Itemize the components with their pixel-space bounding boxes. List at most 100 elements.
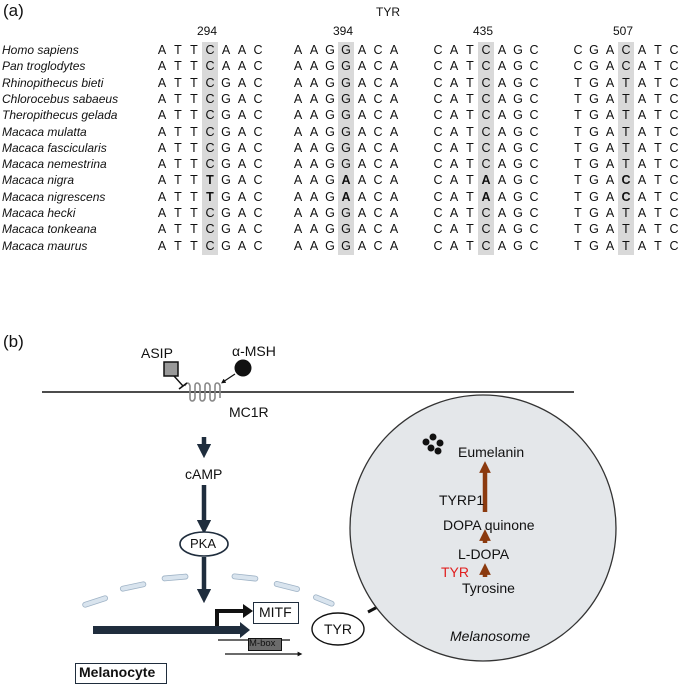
nucleotide: A <box>637 140 647 155</box>
mc1r-receptor-icon <box>184 382 221 402</box>
nucleotide: A <box>637 189 647 204</box>
nucleotide: T <box>174 206 182 220</box>
nucleotide: G <box>221 173 231 188</box>
nucleotide: A <box>449 124 459 139</box>
nucleotide: A <box>389 108 399 123</box>
nucleotide: T <box>574 238 582 253</box>
nucleotide: A <box>449 157 459 172</box>
nucleotide: T <box>190 238 198 253</box>
nucleotide: A <box>497 91 507 106</box>
nucleotide: A <box>497 206 507 220</box>
nucleotide: C <box>373 124 383 139</box>
nucleotide: A <box>237 43 247 57</box>
nucleotide: A <box>157 108 167 123</box>
nucleotide: C <box>373 59 383 74</box>
nucleotide: G <box>325 124 335 139</box>
nucleotide: A <box>449 91 459 106</box>
nucleotide: G <box>341 157 351 172</box>
nucleotide: A <box>389 75 399 90</box>
nucleotide: A <box>357 173 367 188</box>
nucleotide: A <box>293 206 303 220</box>
species-name: Macaca nigrescens <box>2 189 106 204</box>
asip-ligand-icon <box>163 361 179 377</box>
nucleotide: A <box>293 124 303 139</box>
position-label: 507 <box>613 24 634 38</box>
eumelanin-label: Eumelanin <box>458 444 525 460</box>
nucleotide: A <box>605 43 615 57</box>
nucleotide: T <box>622 75 630 90</box>
nucleotide: C <box>253 222 263 237</box>
nucleotide: T <box>622 108 630 123</box>
nucleotide: G <box>513 124 523 139</box>
nucleotide: C <box>481 206 491 220</box>
nucleotide: T <box>622 91 630 106</box>
nucleotide: C <box>433 43 443 57</box>
tyr-enzyme-label: TYR <box>441 564 469 580</box>
nucleotide: G <box>513 43 523 57</box>
nucleotide: C <box>481 108 491 123</box>
nucleotide: A <box>357 43 367 57</box>
nucleotide: T <box>190 91 198 106</box>
gene-title: TYR <box>376 5 400 19</box>
nucleotide: A <box>293 157 303 172</box>
nucleotide: C <box>669 75 679 90</box>
nucleotide: T <box>654 124 662 139</box>
species-name: Macaca tonkeana <box>2 222 97 237</box>
nucleotide: A <box>605 173 615 188</box>
tyrosine-label: Tyrosine <box>462 580 515 596</box>
nucleotide: C <box>373 173 383 188</box>
nucleotide: C <box>529 189 539 204</box>
nucleotide: G <box>513 222 523 237</box>
nucleotide: C <box>253 108 263 123</box>
nucleotide: T <box>574 206 582 220</box>
nucleotide: A <box>637 206 647 220</box>
nucleotide: A <box>357 238 367 253</box>
nucleotide: G <box>221 91 231 106</box>
nucleotide: A <box>449 206 459 220</box>
nucleotide: A <box>157 206 167 220</box>
nucleotide: A <box>449 108 459 123</box>
nucleotide: T <box>466 222 474 237</box>
nucleotide: T <box>466 75 474 90</box>
nucleotide: G <box>341 75 351 90</box>
nucleotide: T <box>466 108 474 123</box>
nucleotide: A <box>237 189 247 204</box>
nucleotide: C <box>205 75 215 90</box>
nucleotide: T <box>654 157 662 172</box>
nucleotide: A <box>637 157 647 172</box>
nucleotide: T <box>174 75 182 90</box>
nucleotide: A <box>389 173 399 188</box>
nucleotide: G <box>341 91 351 106</box>
nucleotide: G <box>325 189 335 204</box>
nucleotide: T <box>190 157 198 172</box>
nucleotide: A <box>449 238 459 253</box>
nucleotide: A <box>605 140 615 155</box>
nucleotide: G <box>341 59 351 74</box>
position-label: 435 <box>473 24 494 38</box>
nuclear-envelope <box>82 573 335 608</box>
nucleotide: G <box>589 140 599 155</box>
nucleotide: T <box>466 157 474 172</box>
nucleotide: T <box>622 157 630 172</box>
nucleotide: C <box>253 206 263 220</box>
nucleotide: C <box>481 75 491 90</box>
nucleotide: T <box>654 59 662 74</box>
nucleotide: C <box>529 173 539 188</box>
nucleotide: A <box>497 108 507 123</box>
nucleotide: C <box>205 108 215 123</box>
nucleotide: G <box>513 140 523 155</box>
nucleotide: T <box>574 173 582 188</box>
nucleotide: C <box>253 157 263 172</box>
nucleotide: A <box>389 238 399 253</box>
nucleotide: C <box>529 157 539 172</box>
nucleotide: A <box>237 173 247 188</box>
nucleotide: A <box>605 108 615 123</box>
nucleotide: C <box>669 206 679 220</box>
nucleotide: G <box>325 59 335 74</box>
nucleotide: G <box>513 108 523 123</box>
nucleotide: A <box>293 238 303 253</box>
nucleotide: A <box>637 59 647 74</box>
nucleotide: A <box>157 157 167 172</box>
nucleotide: C <box>481 157 491 172</box>
nucleotide: G <box>221 222 231 237</box>
